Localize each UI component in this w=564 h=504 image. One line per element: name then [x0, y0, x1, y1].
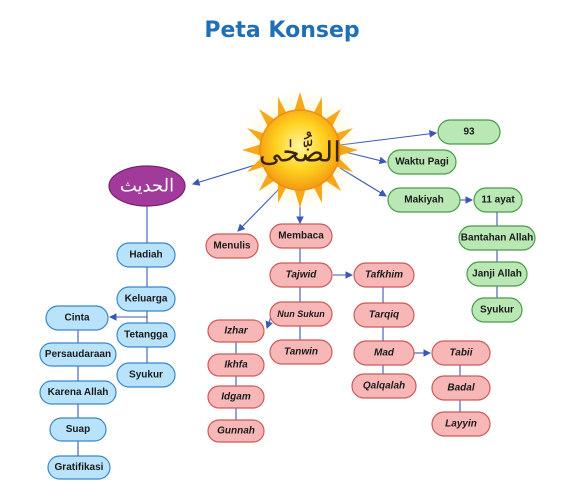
node-cinta: Cinta	[45, 305, 109, 331]
node-hadiah: Hadiah	[116, 242, 176, 268]
node-syukur-right: Syukur	[471, 297, 523, 323]
sun-center-node: الضُّحٰى	[238, 88, 362, 212]
node-qalqalah-label: Qalqalah	[363, 381, 405, 392]
node-tafkhim: Tafkhim	[353, 262, 415, 288]
node-syukur-left-label: Syukur	[129, 370, 163, 381]
node-izhar: Izhar	[207, 319, 265, 343]
node-persaudaraan-label: Persaudaraan	[45, 349, 111, 360]
sun-disc	[259, 109, 341, 191]
node-tajwid-label: Tajwid	[286, 270, 318, 281]
node-layyin-label: Layyin	[445, 419, 477, 430]
node-karena-allah-label: Karena Allah	[48, 387, 109, 398]
node-nun-sukun-label: Nun Sukun	[277, 309, 325, 319]
node-tafkhim-label: Tafkhim	[365, 270, 403, 281]
node-idgam: Idgam	[207, 385, 265, 409]
node-11-ayat: 11 ayat	[473, 187, 523, 213]
node-suap-label: Suap	[66, 424, 90, 435]
node-tajwid: Tajwid	[269, 262, 333, 288]
node-suap: Suap	[49, 417, 107, 442]
node-keluarga: Keluarga	[116, 286, 176, 312]
node-tetangga: Tetangga	[116, 322, 176, 348]
node-izhar-label: Izhar	[224, 326, 248, 337]
node-gunnah: Gunnah	[207, 419, 265, 443]
node-makiyah: Makiyah	[387, 187, 461, 213]
node-mad-label: Mad	[374, 348, 395, 359]
node-gratifikasi-label: Gratifikasi	[55, 462, 104, 473]
node-mad: Mad	[353, 340, 415, 366]
node-ikhfa-label: Ikhfa	[224, 360, 248, 371]
node-badal: Badal	[431, 375, 491, 401]
node-bantahan-allah: Bantahan Allah	[458, 225, 536, 251]
hadith-label: الحديث	[120, 176, 174, 197]
node-gunnah-label: Gunnah	[217, 426, 255, 437]
node-tetangga-label: Tetangga	[124, 330, 168, 341]
surah-title-arabic: الضُّحٰى	[259, 131, 341, 168]
node-tabii-label: Tabii	[450, 348, 473, 359]
node-layyin: Layyin	[431, 411, 491, 437]
node-tabii: Tabii	[431, 340, 491, 366]
node-gratifikasi: Gratifikasi	[47, 455, 111, 480]
node-persaudaraan: Persaudaraan	[39, 342, 117, 367]
node-membaca-label: Membaca	[278, 231, 324, 242]
node-tanwin: Tanwin	[269, 339, 333, 365]
node-93-label: 93	[463, 127, 475, 138]
node-bantahan-allah-label: Bantahan Allah	[461, 233, 533, 244]
node-syukur-right-label: Syukur	[480, 305, 514, 316]
node-hadiah-label: Hadiah	[129, 250, 162, 261]
node-janji-allah-label: Janji Allah	[472, 269, 522, 280]
node-janji-allah: Janji Allah	[466, 261, 528, 287]
node-membaca: Membaca	[269, 223, 333, 249]
node-tarqiq-label: Tarqiq	[369, 310, 399, 321]
node-waktu-pagi-label: Waktu Pagi	[395, 157, 449, 168]
node-makiyah-label: Makiyah	[404, 195, 443, 206]
node-waktu-pagi: Waktu Pagi	[387, 149, 457, 175]
node-syukur-left: Syukur	[116, 362, 176, 388]
node-menulis-label: Menulis	[213, 241, 251, 252]
node-menulis: Menulis	[205, 233, 259, 259]
node-karena-allah: Karena Allah	[39, 380, 117, 405]
node-11-ayat-label: 11 ayat	[481, 195, 515, 206]
node-tanwin-label: Tanwin	[284, 347, 318, 358]
node-93: 93	[437, 119, 501, 145]
node-badal-label: Badal	[447, 383, 474, 394]
node-ikhfa: Ikhfa	[207, 353, 265, 377]
node-cinta-label: Cinta	[65, 313, 90, 324]
node-keluarga-label: Keluarga	[125, 294, 168, 305]
page-title: Peta Konsep	[204, 18, 360, 43]
hadith-node: الحديث	[108, 165, 186, 207]
hadith-ellipse	[108, 165, 186, 207]
node-tarqiq: Tarqiq	[353, 302, 415, 328]
node-qalqalah: Qalqalah	[351, 373, 417, 399]
node-idgam-label: Idgam	[221, 392, 251, 403]
node-nun-sukun: Nun Sukun	[269, 301, 333, 327]
